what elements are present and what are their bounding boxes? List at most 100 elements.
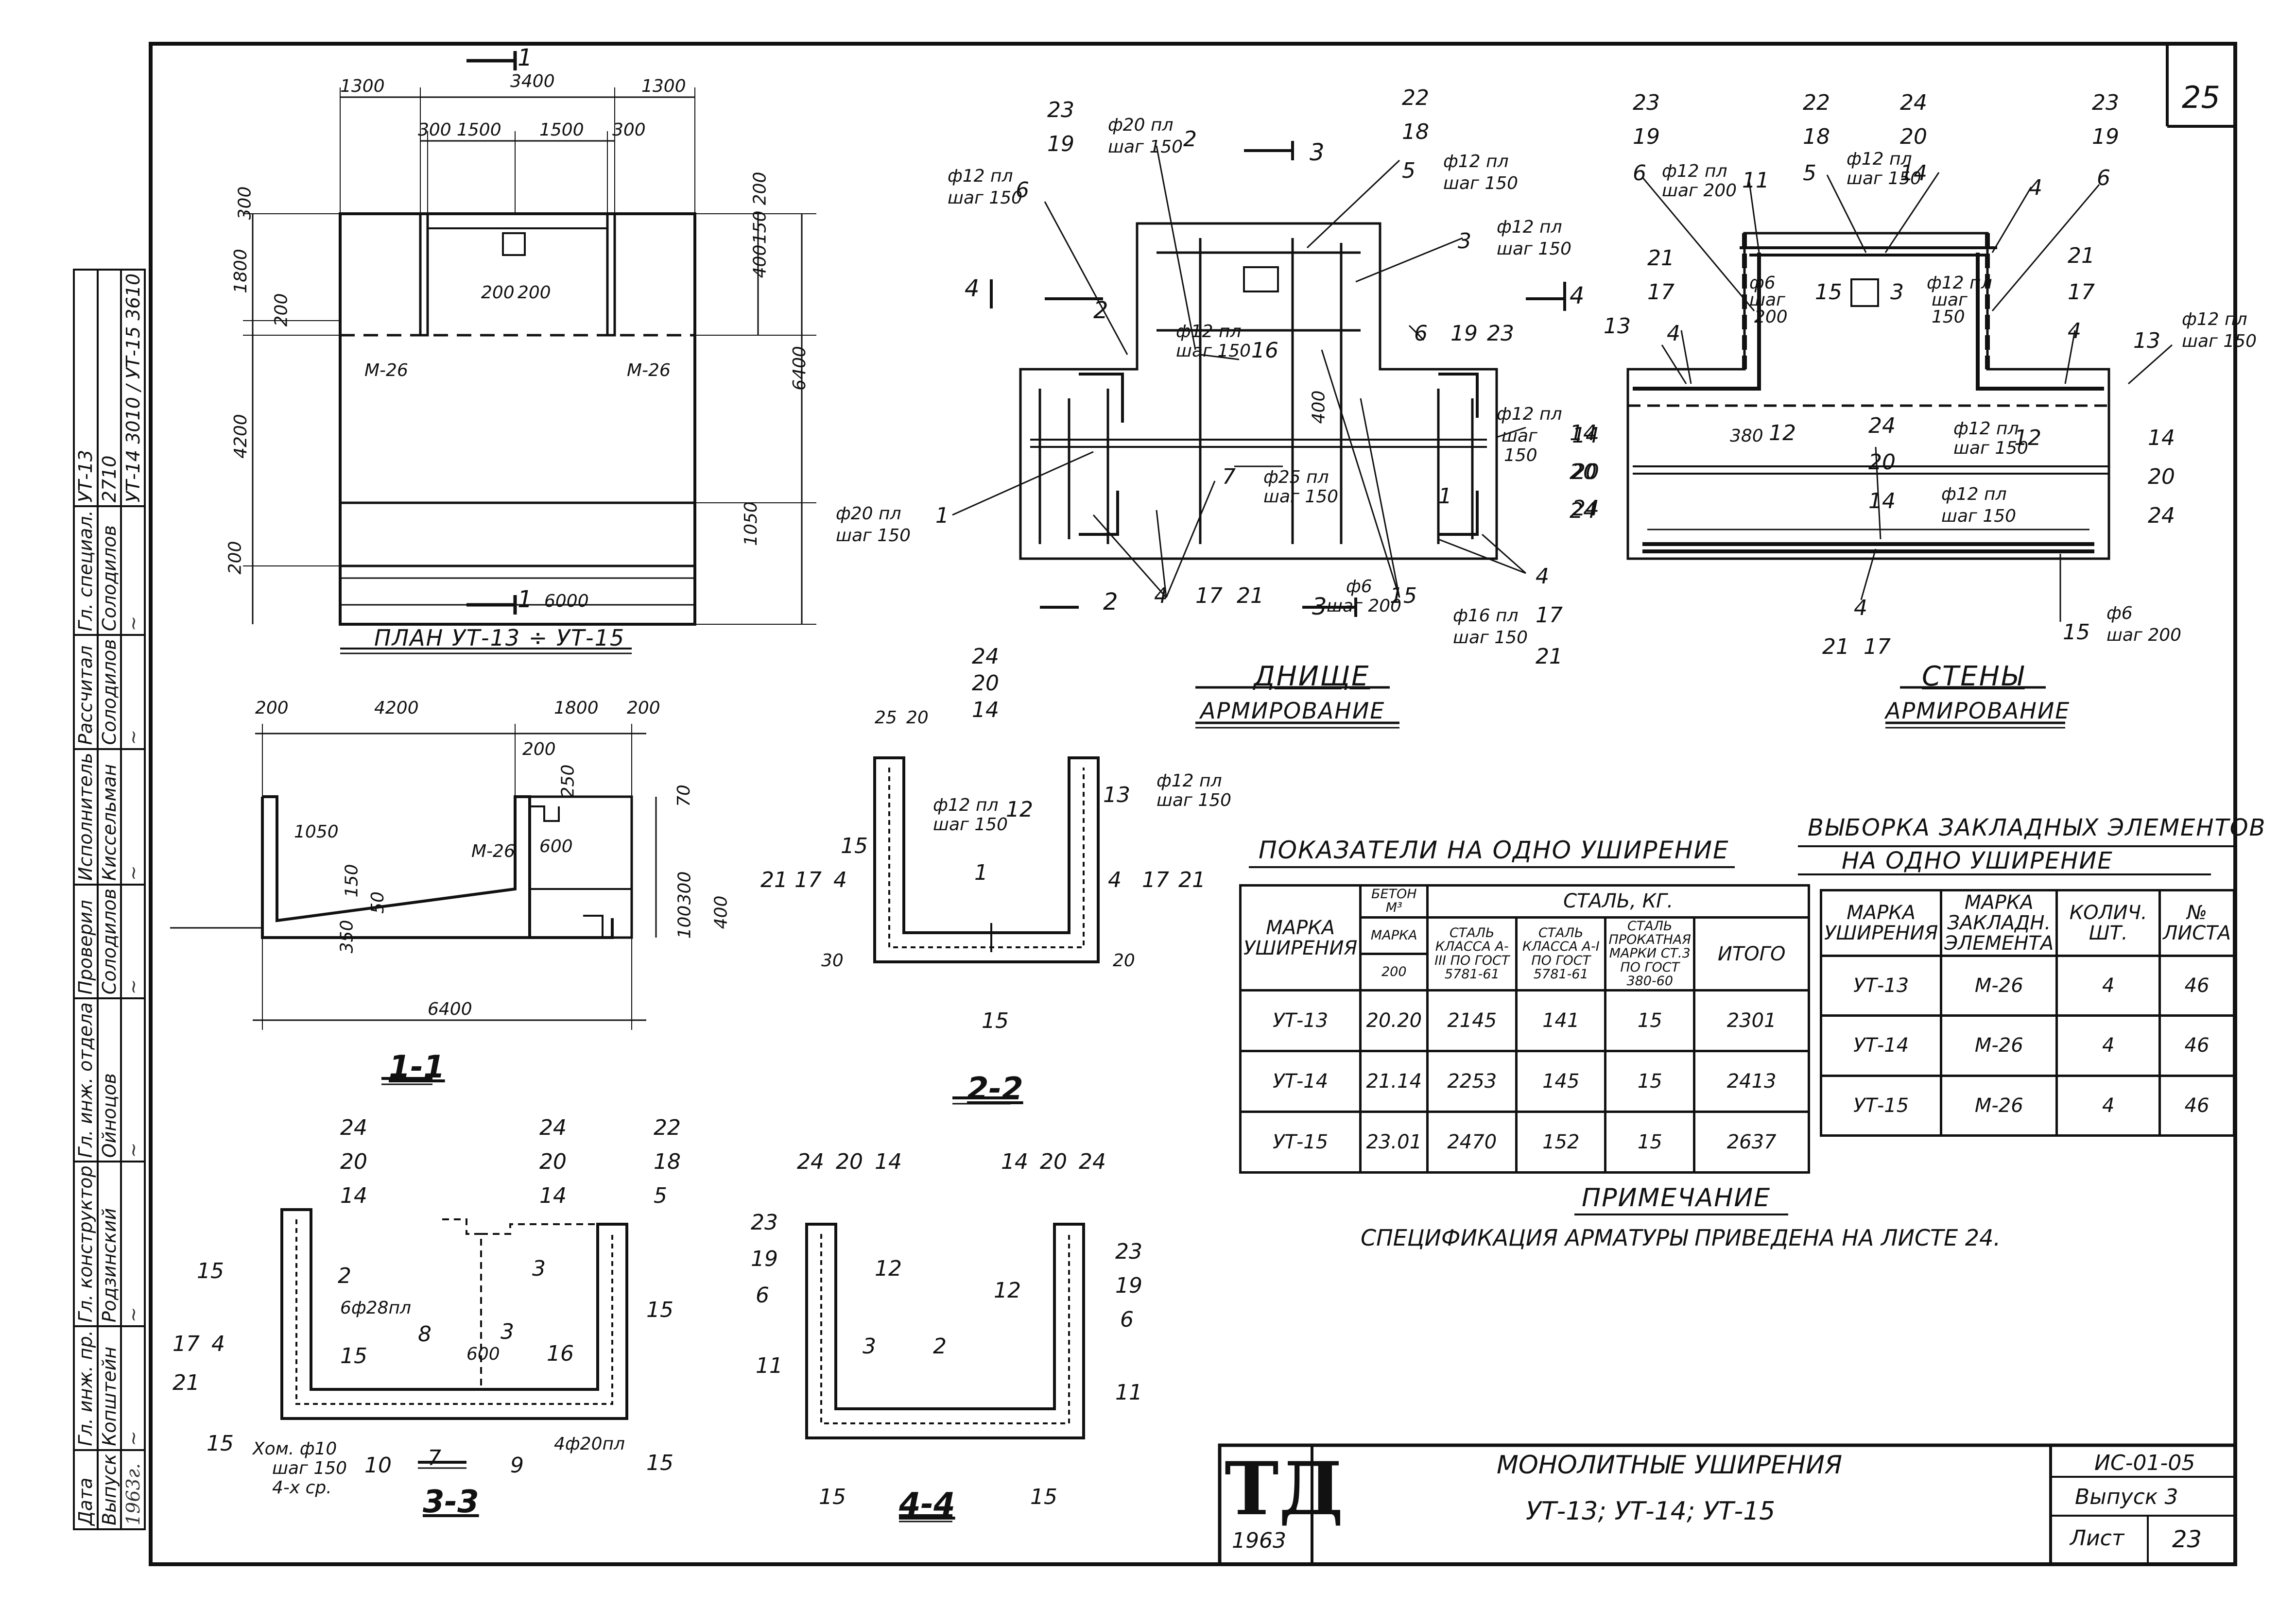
st-r20: 20 [2148, 464, 2175, 489]
s44-r12: 12 [994, 1278, 1021, 1303]
dn-cut2a: 2 [1093, 297, 1108, 324]
sheet-code: ИС-01-05 [2094, 1451, 2195, 1475]
note-title: Примечание [1582, 1183, 1771, 1213]
plan-m26-right: М-26 [627, 360, 671, 380]
dn-c20: 20 [1570, 460, 1597, 484]
s33-c10: 10 [364, 1453, 392, 1478]
s22-20: 20 [906, 708, 929, 728]
st-c24: 24 [1900, 90, 1927, 115]
s33-t1: 6ф28пл [340, 1298, 412, 1318]
stamp-role: Проверил [74, 884, 98, 999]
emb-head-kol: Колич.шт. [2055, 889, 2161, 957]
s33-r14: 14 [539, 1183, 567, 1208]
indicators-title: Показатели на одно уширение [1259, 836, 1729, 864]
st-l6: 6 [1633, 161, 1646, 186]
s22-c17-left: 17 [794, 868, 822, 892]
dim-left-4200: 4200 [230, 414, 251, 459]
dn-c7: 7 [1222, 464, 1236, 489]
stamp-type: УТ-13 [74, 269, 98, 507]
st-c14c: 14 [1868, 489, 1896, 513]
st-t-a2: шаг 200 [1662, 181, 1737, 201]
embedded-title-2: на одно уширение [1842, 847, 2113, 874]
s22-c4-right: 4 [1108, 868, 1122, 892]
s22-20b: 20 [1113, 951, 1135, 971]
st-c4b: 4 [1854, 596, 1867, 620]
dn-cut4a: 4 [965, 275, 980, 302]
dn-c6: 6 [1016, 178, 1029, 203]
s33-t2: 600 [466, 1344, 500, 1364]
s22-c15-bottom: 15 [982, 1009, 1009, 1033]
table-cell: 4 [2055, 1014, 2161, 1077]
embedded-title-1: Выборка закладных элементов [1808, 814, 2266, 841]
section-2-2 [873, 756, 1100, 1105]
st-r14: 14 [2148, 426, 2175, 450]
signature: ~ [121, 749, 145, 885]
s11-100: 100 [674, 905, 695, 939]
table-cell: 145 [1515, 1050, 1607, 1113]
dn-t-j: ф16 пл [1453, 606, 1519, 626]
ind-head-marka: Маркауширения [1239, 884, 1362, 992]
st-c15b: 15 [2063, 620, 2090, 645]
s33-t6: 4ф20пл [554, 1434, 625, 1454]
dim-hole-200b: 200 [518, 283, 551, 303]
dim-1500-a: 1500 [457, 120, 501, 140]
section-4-4-title: 4-4 [899, 1487, 955, 1522]
st-l21: 21 [1647, 246, 1675, 271]
dn-t-f3: 150 [1504, 445, 1537, 465]
dn-c3: 3 [1458, 229, 1471, 254]
st-c18: 18 [1803, 124, 1830, 149]
dim-right-150: 150 [750, 210, 770, 244]
st-t-h: ф6 [2106, 603, 2133, 623]
section-4-4 [805, 1223, 1085, 1522]
table-cell: М-26 [1940, 1074, 2058, 1137]
table-row: УТ-14 21.14 2253 145 15 2413 [1239, 1050, 1810, 1113]
s11-200c: 200 [522, 739, 556, 759]
dn-cut2b: 2 [1103, 588, 1118, 615]
table-cell: 21.14 [1359, 1050, 1429, 1113]
dn-t-c: ф12 пл [1443, 152, 1509, 171]
signature: ~ [121, 1326, 145, 1450]
s11-6400: 6400 [428, 999, 472, 1019]
sheet-title-line1: Монолитные уширения [1497, 1451, 1843, 1480]
dn-c1a: 1 [935, 503, 949, 528]
st-t-e2: шаг 150 [2182, 331, 2257, 351]
s33-c9: 9 [510, 1453, 524, 1478]
s22-c21-left: 21 [760, 868, 788, 892]
dim-left-200: 200 [271, 293, 292, 327]
s11-300: 300 [674, 871, 695, 905]
plan-cut1-top: 1 [518, 44, 533, 71]
ind-head-s3: Сталь прокатная марки Ст.3 по ГОСТ 380-6… [1604, 916, 1696, 992]
embedded-table: Маркауширения Марказакладн.элемента Коли… [1819, 889, 2235, 1137]
st-t-d3: 150 [1932, 307, 1965, 327]
s11-250: 250 [558, 764, 578, 798]
dn-c23: 23 [1047, 98, 1074, 122]
table-cell: 15 [1604, 1050, 1696, 1113]
s33-t5: 4-х ср. [272, 1478, 332, 1498]
s33-r22: 22 [654, 1115, 681, 1140]
stamp-name: Солодилов [97, 635, 121, 749]
dn-c21a: 21 [1237, 583, 1264, 608]
s44-l11: 11 [756, 1353, 783, 1378]
dn-c4a: 4 [1154, 583, 1168, 608]
st-t-g2: шаг 150 [1941, 506, 2017, 526]
table-cell: 15 [1604, 1111, 1696, 1174]
s44-l24: 24 [797, 1149, 824, 1174]
st-t-g: ф12 пл [1941, 484, 2007, 504]
dnishche-title: Днище [1254, 661, 1370, 692]
table-cell: 4 [2055, 954, 2161, 1017]
s22-c13: 13 [1103, 783, 1130, 807]
s11-m26: М-26 [471, 841, 515, 861]
s44-l14: 14 [875, 1149, 902, 1174]
st-c20: 20 [1900, 124, 1927, 149]
s33-t4: шаг 150 [272, 1458, 347, 1478]
sheet-no: 23 [2172, 1526, 2202, 1553]
dn-t-h: ф20 пл [836, 504, 901, 524]
dn-t-g2: шаг 150 [1263, 487, 1339, 507]
table-cell: УТ-13 [1239, 989, 1362, 1053]
st-l4: 4 [1667, 321, 1680, 346]
section-3-3 [280, 1208, 628, 1469]
dn-c19b: 19 [1450, 321, 1478, 346]
side-stamp: Дата Гл. инж. пр. Гл. конструктор Гл. ин… [73, 269, 146, 1530]
dim-hole-200a: 200 [481, 283, 515, 303]
s44-r15: 15 [1030, 1485, 1057, 1509]
